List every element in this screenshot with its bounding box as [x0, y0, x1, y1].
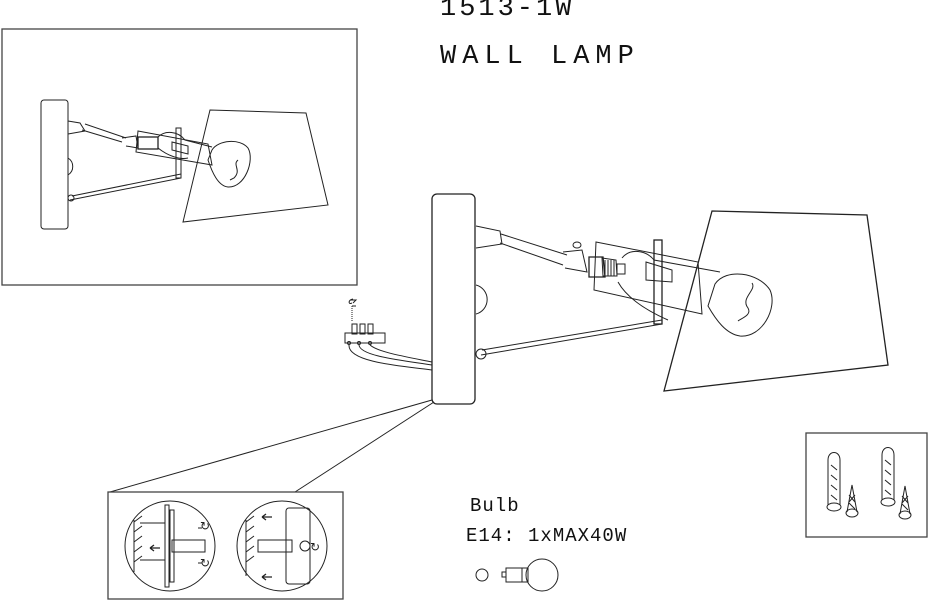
plate-attach-detail-icon: ↻: [236, 500, 328, 592]
wall-plate: [431, 193, 476, 405]
callout-line: [294, 401, 435, 493]
bracket: [653, 239, 663, 325]
inset-view-panel: [1, 28, 358, 286]
mounting-detail-panel: ↻ ↻ ↻: [107, 491, 344, 600]
hardware-frame: [805, 432, 928, 538]
hardware-panel: [805, 432, 928, 538]
bulb-spec: E14: 1xMAX40W: [466, 525, 628, 547]
screw-icon: [898, 485, 912, 520]
svg-text:↻: ↻: [310, 540, 320, 554]
inset-frame: [1, 28, 358, 286]
bulb-illustration-icon: [475, 558, 559, 592]
wall-anchor-icon: [880, 447, 896, 507]
knob-icon: [475, 284, 488, 315]
svg-text:↻: ↻: [200, 519, 210, 533]
wall-anchor-detail-icon: ↻ ↻: [124, 500, 216, 592]
product-name: WALL LAMP: [440, 42, 640, 72]
callout-line: [109, 399, 433, 493]
lampshade: [663, 210, 889, 392]
wall-anchor-icon: [826, 452, 842, 512]
terminal-block-icon: [344, 298, 433, 371]
bulb-label: Bulb: [470, 495, 520, 517]
model-number: 1513-1W: [440, 0, 575, 24]
mounting-detail-frame: [107, 491, 344, 600]
inset-lamp-icon: [40, 99, 329, 230]
screw-icon: [845, 484, 859, 518]
bulb-icon: [707, 273, 773, 337]
socket-housing: [593, 241, 703, 315]
main-lamp-drawing: [431, 193, 889, 405]
svg-text:↻: ↻: [200, 556, 210, 570]
